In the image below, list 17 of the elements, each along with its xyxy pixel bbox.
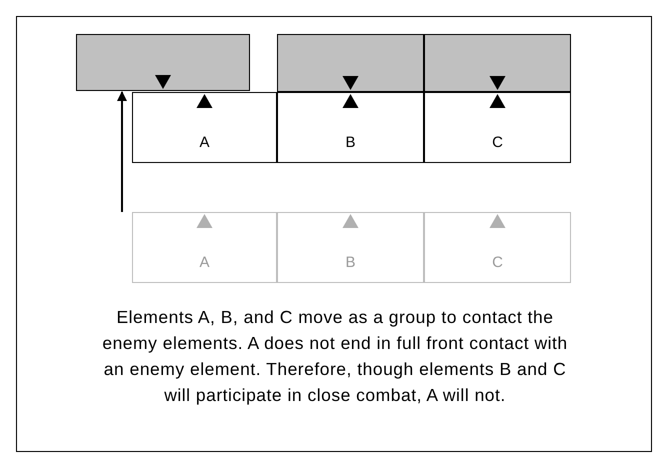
enemy-block	[424, 34, 571, 92]
start-position-block	[132, 212, 277, 283]
unit-label: A	[199, 134, 210, 151]
unit-label: B	[345, 134, 356, 151]
unit-block	[424, 92, 571, 163]
unit-label: C	[492, 254, 503, 271]
caption-text: Elements A, B, and C move as a group to contact the enemy elements. A does not end in full front contact with an enemy element. Therefore, though elements B and C will participate in close combat, A will not.	[101, 306, 569, 407]
movement-arrow	[117, 91, 127, 212]
unit-block	[277, 92, 424, 163]
enemy-block	[277, 34, 424, 92]
start-position-block	[277, 212, 424, 283]
start-position-block	[424, 212, 571, 283]
unit-label: A	[199, 254, 210, 271]
unit-block	[132, 92, 277, 163]
enemy-block	[76, 34, 250, 91]
unit-label: C	[492, 134, 503, 151]
unit-label: B	[345, 254, 356, 271]
